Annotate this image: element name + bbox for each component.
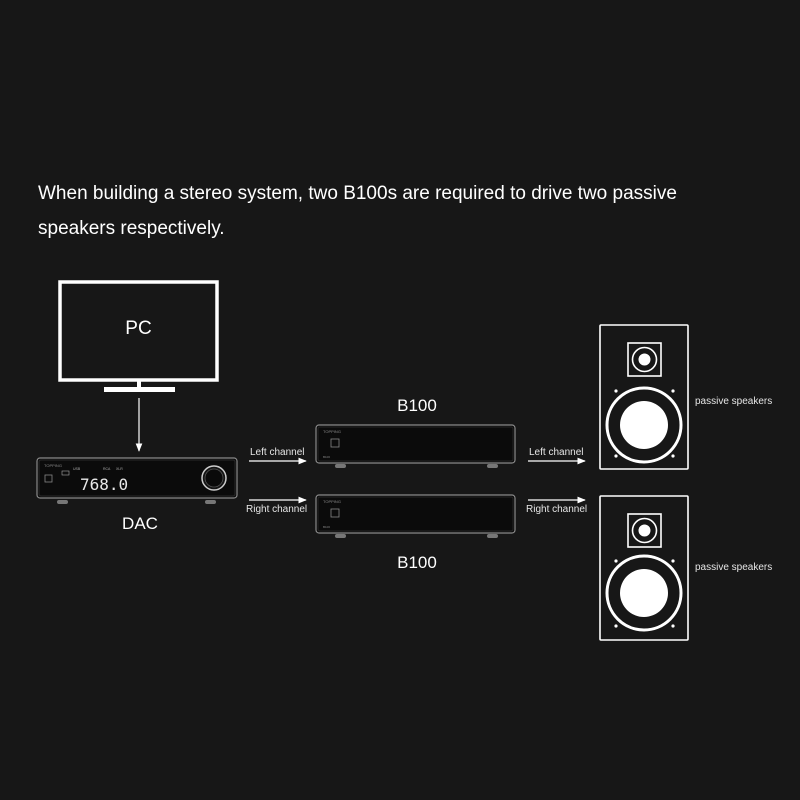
left-channel-in-label: Left channel xyxy=(250,447,305,458)
speaker-top-label: passive speakers xyxy=(695,396,773,407)
dac-label: DAC xyxy=(122,514,158,533)
b100-top-label: B100 xyxy=(397,396,437,415)
pc-label: PC xyxy=(125,318,152,339)
dac-device-icon: TOPPING USB RCA XLR xyxy=(36,457,238,504)
right-channel-in-label: Right channel xyxy=(246,504,308,515)
svg-text:XLR: XLR xyxy=(116,467,123,471)
headline-line-1: When building a stereo system, two B100s… xyxy=(38,183,677,204)
passive-speaker-top-icon xyxy=(599,324,689,470)
b100-amplifier-top-icon: TOPPING B100 xyxy=(315,424,516,468)
b100-bottom-label: B100 xyxy=(397,553,437,572)
svg-text:B100: B100 xyxy=(323,455,330,459)
svg-text:TOPPING: TOPPING xyxy=(323,429,341,434)
right-channel-out-label: Right channel xyxy=(526,504,588,515)
b100-amplifier-bottom-icon: TOPPING B100 xyxy=(315,494,516,538)
svg-text:USB: USB xyxy=(73,467,81,471)
dac-display-readout: 768.0 xyxy=(80,475,128,494)
passive-speaker-bottom-icon xyxy=(599,495,689,641)
svg-text:TOPPING: TOPPING xyxy=(323,499,341,504)
speaker-bottom-label: passive speakers xyxy=(695,562,773,573)
headline-line-2: speakers respectively. xyxy=(38,218,225,239)
left-channel-out-label: Left channel xyxy=(529,447,584,458)
headline: When building a stereo system, two B100s… xyxy=(38,176,758,246)
svg-text:B100: B100 xyxy=(323,525,330,529)
pc-monitor-icon xyxy=(58,280,219,392)
svg-text:TOPPING: TOPPING xyxy=(44,463,62,468)
svg-text:RCA: RCA xyxy=(103,467,111,471)
